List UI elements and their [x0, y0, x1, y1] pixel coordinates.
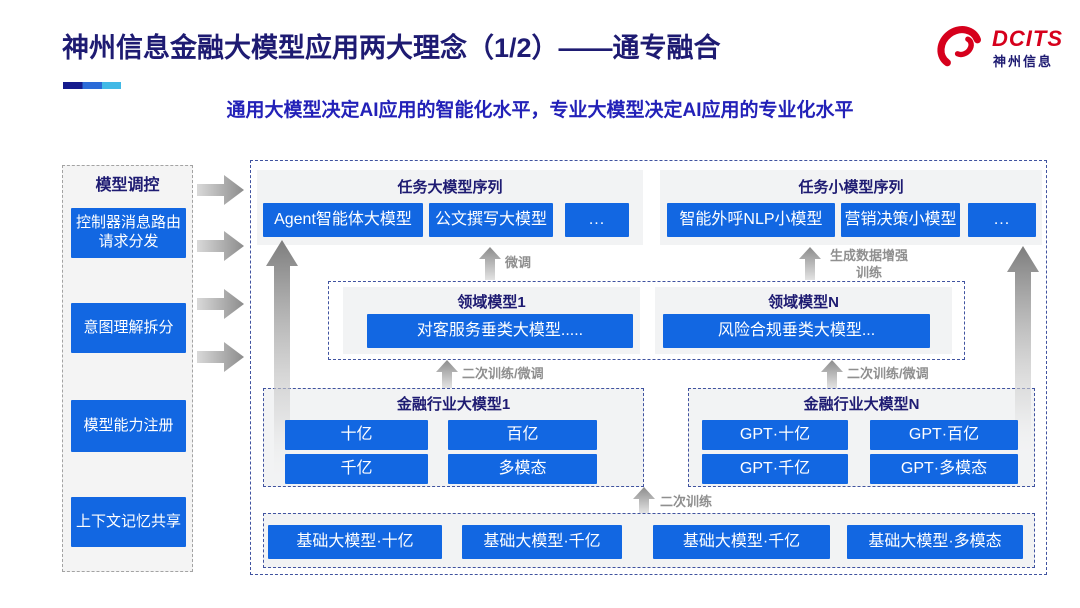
sidebar-item-capability-register: 模型能力注册: [71, 400, 186, 452]
main-architecture-panel: [250, 160, 1047, 575]
industry-left-item-billion: 十亿: [285, 420, 428, 450]
right-arrow-icon: [197, 231, 244, 261]
task-large-item-agent: Agent智能体大模型: [263, 203, 423, 237]
task-small-item-more: ...: [968, 203, 1036, 237]
industry-left-item-multimodal: 多模态: [448, 454, 597, 484]
industry-right-item-gpt-ten-billion: GPT·百亿: [870, 420, 1018, 450]
up-arrow-second-training-icon: [633, 487, 655, 513]
label-second-training: 二次训练: [660, 494, 713, 509]
industry-right-item-gpt-multimodal: GPT·多模态: [870, 454, 1018, 484]
task-large-item-document-writing: 公文撰写大模型: [429, 203, 553, 237]
right-arrow-icon: [197, 289, 244, 319]
industry-right-item-gpt-billion: GPT·十亿: [702, 420, 848, 450]
label-finetune: 微调: [505, 255, 532, 270]
industry-left-item-ten-billion: 百亿: [448, 420, 597, 450]
up-arrow-finetune-icon: [479, 247, 501, 280]
label-second-training-finetune-left: 二次训练/微调: [462, 366, 544, 381]
dcits-logo-swirl-icon: [937, 26, 982, 67]
task-small-item-outbound-nlp: 智能外呼NLP小模型: [667, 203, 835, 237]
logo-wordmark: DCITS: [992, 26, 1063, 51]
base-model-billion: 基础大模型·十亿: [268, 525, 442, 559]
right-arrow-icon: [197, 175, 244, 205]
task-small-item-marketing-decision: 营销决策小模型: [841, 203, 960, 237]
industry-right-header: 金融行业大模型N: [803, 396, 920, 413]
page-title: 神州信息金融大模型应用两大理念（1/2）——通专融合: [62, 33, 721, 63]
label-gen-data-training: 生成数据增强训练: [829, 248, 908, 280]
page-subtitle: 通用大模型决定AI应用的智能化水平，专业大模型决定AI应用的专业化水平: [226, 100, 854, 121]
sidebar-item-message-routing: 控制器消息路由请求分发: [71, 208, 186, 258]
industry-right-item-gpt-hundred-billion: GPT·千亿: [702, 454, 848, 484]
domain-right-model: 风险合规垂类大模型...: [663, 314, 930, 348]
base-model-multimodal: 基础大模型·多模态: [847, 525, 1023, 559]
task-small-header: 任务小模型序列: [798, 179, 904, 196]
title-accent-bar: [63, 82, 121, 89]
right-arrow-icon: [197, 342, 244, 372]
task-large-item-more: ...: [565, 203, 629, 237]
sidebar-item-intent-split: 意图理解拆分: [71, 303, 186, 353]
up-arrow-second-training-left-icon: [436, 360, 458, 388]
domain-left-header: 领域模型1: [457, 294, 526, 311]
sidebar-header: 模型调控: [95, 177, 160, 194]
domain-right-header: 领域模型N: [768, 294, 839, 311]
task-large-header: 任务大模型序列: [397, 179, 503, 196]
domain-left-model: 对客服务垂类大模型.....: [367, 314, 633, 348]
tall-up-arrow-right-icon: [1007, 246, 1039, 458]
industry-left-item-hundred-billion: 千亿: [285, 454, 428, 484]
base-model-hundred-billion: 基础大模型·千亿: [462, 525, 622, 559]
label-second-training-finetune-right: 二次训练/微调: [847, 366, 929, 381]
industry-left-header: 金融行业大模型1: [396, 396, 511, 413]
up-arrow-gen-data-icon: [799, 247, 821, 280]
up-arrow-second-training-right-icon: [821, 360, 843, 388]
logo-company-name: 神州信息: [993, 54, 1054, 69]
base-model-hundred-billion-2: 基础大模型·千亿: [653, 525, 830, 559]
sidebar-item-context-memory: 上下文记忆共享: [71, 497, 186, 547]
